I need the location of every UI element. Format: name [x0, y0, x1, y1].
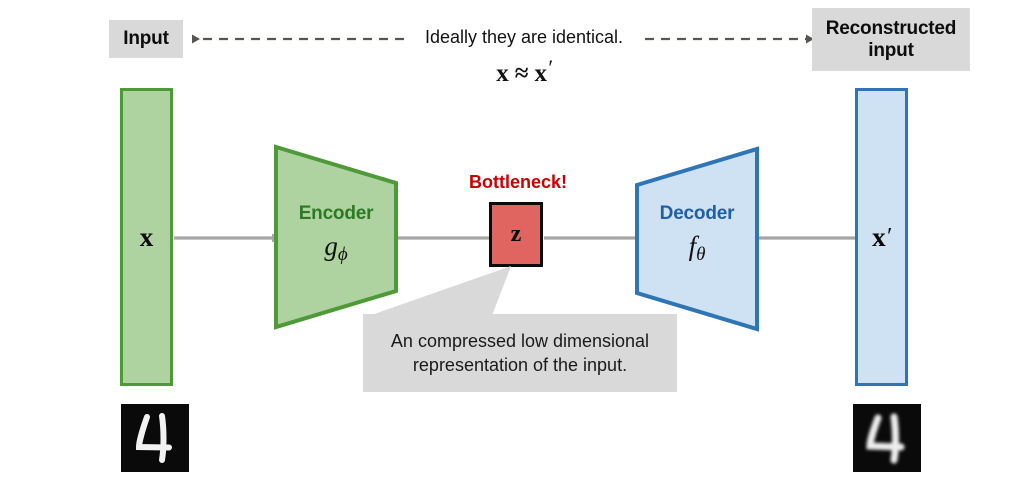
input-digit-image — [121, 404, 189, 472]
output-bar-label: x — [872, 221, 886, 252]
input-data-bar: x — [120, 88, 173, 386]
input-label-text: Input — [123, 28, 169, 50]
bottleneck-callout-text: An compressed low dimensional representa… — [390, 330, 650, 375]
decoder-function-subscript: θ — [696, 244, 706, 265]
reconstructed-input-label-chip: Reconstructed input — [812, 8, 970, 71]
equation-rhs: x — [534, 60, 547, 87]
reconstructed-input-label-text: Reconstructed input — [825, 17, 957, 61]
encoder-function-symbol: g — [324, 231, 338, 261]
output-digit-image — [853, 404, 921, 472]
encoder-label: Encoder — [298, 203, 374, 224]
decoder-function-symbol: f — [688, 231, 697, 261]
input-bar-label: x — [139, 221, 154, 252]
output-data-bar: x′ — [855, 88, 908, 386]
output-bar-prime-mark: ′ — [885, 223, 891, 250]
input-label-chip: Input — [109, 20, 183, 58]
bottleneck-label: z — [510, 221, 522, 247]
decoder-function-label: fθ — [633, 231, 761, 266]
ideally-identical-caption: Ideally they are identical. — [412, 27, 636, 48]
encoder-function-subscript: ϕ — [337, 244, 348, 265]
callout-pointer-tail — [363, 266, 511, 318]
input-digit-glyph — [121, 404, 189, 472]
bottleneck-title-text: Bottleneck! — [468, 172, 567, 192]
decoder-block: Decoder fθ — [633, 145, 761, 333]
equation-lhs: x — [496, 60, 509, 87]
bottleneck-callout: An compressed low dimensional representa… — [363, 314, 677, 392]
bottleneck-title: Bottleneck! — [443, 172, 593, 193]
output-digit-glyph — [853, 404, 921, 472]
equation-prime-mark: ′ — [546, 55, 552, 80]
decoder-trapezoid-shape — [635, 146, 759, 332]
ideally-identical-text: Ideally they are identical. — [424, 27, 624, 47]
decoder-label: Decoder — [659, 203, 735, 224]
encoder-function-label: gϕ — [272, 231, 400, 266]
equation-operator: ≈ — [514, 60, 529, 87]
approximate-equality-equation: x≈x′ — [412, 55, 636, 88]
bottleneck-block: z — [489, 202, 543, 267]
